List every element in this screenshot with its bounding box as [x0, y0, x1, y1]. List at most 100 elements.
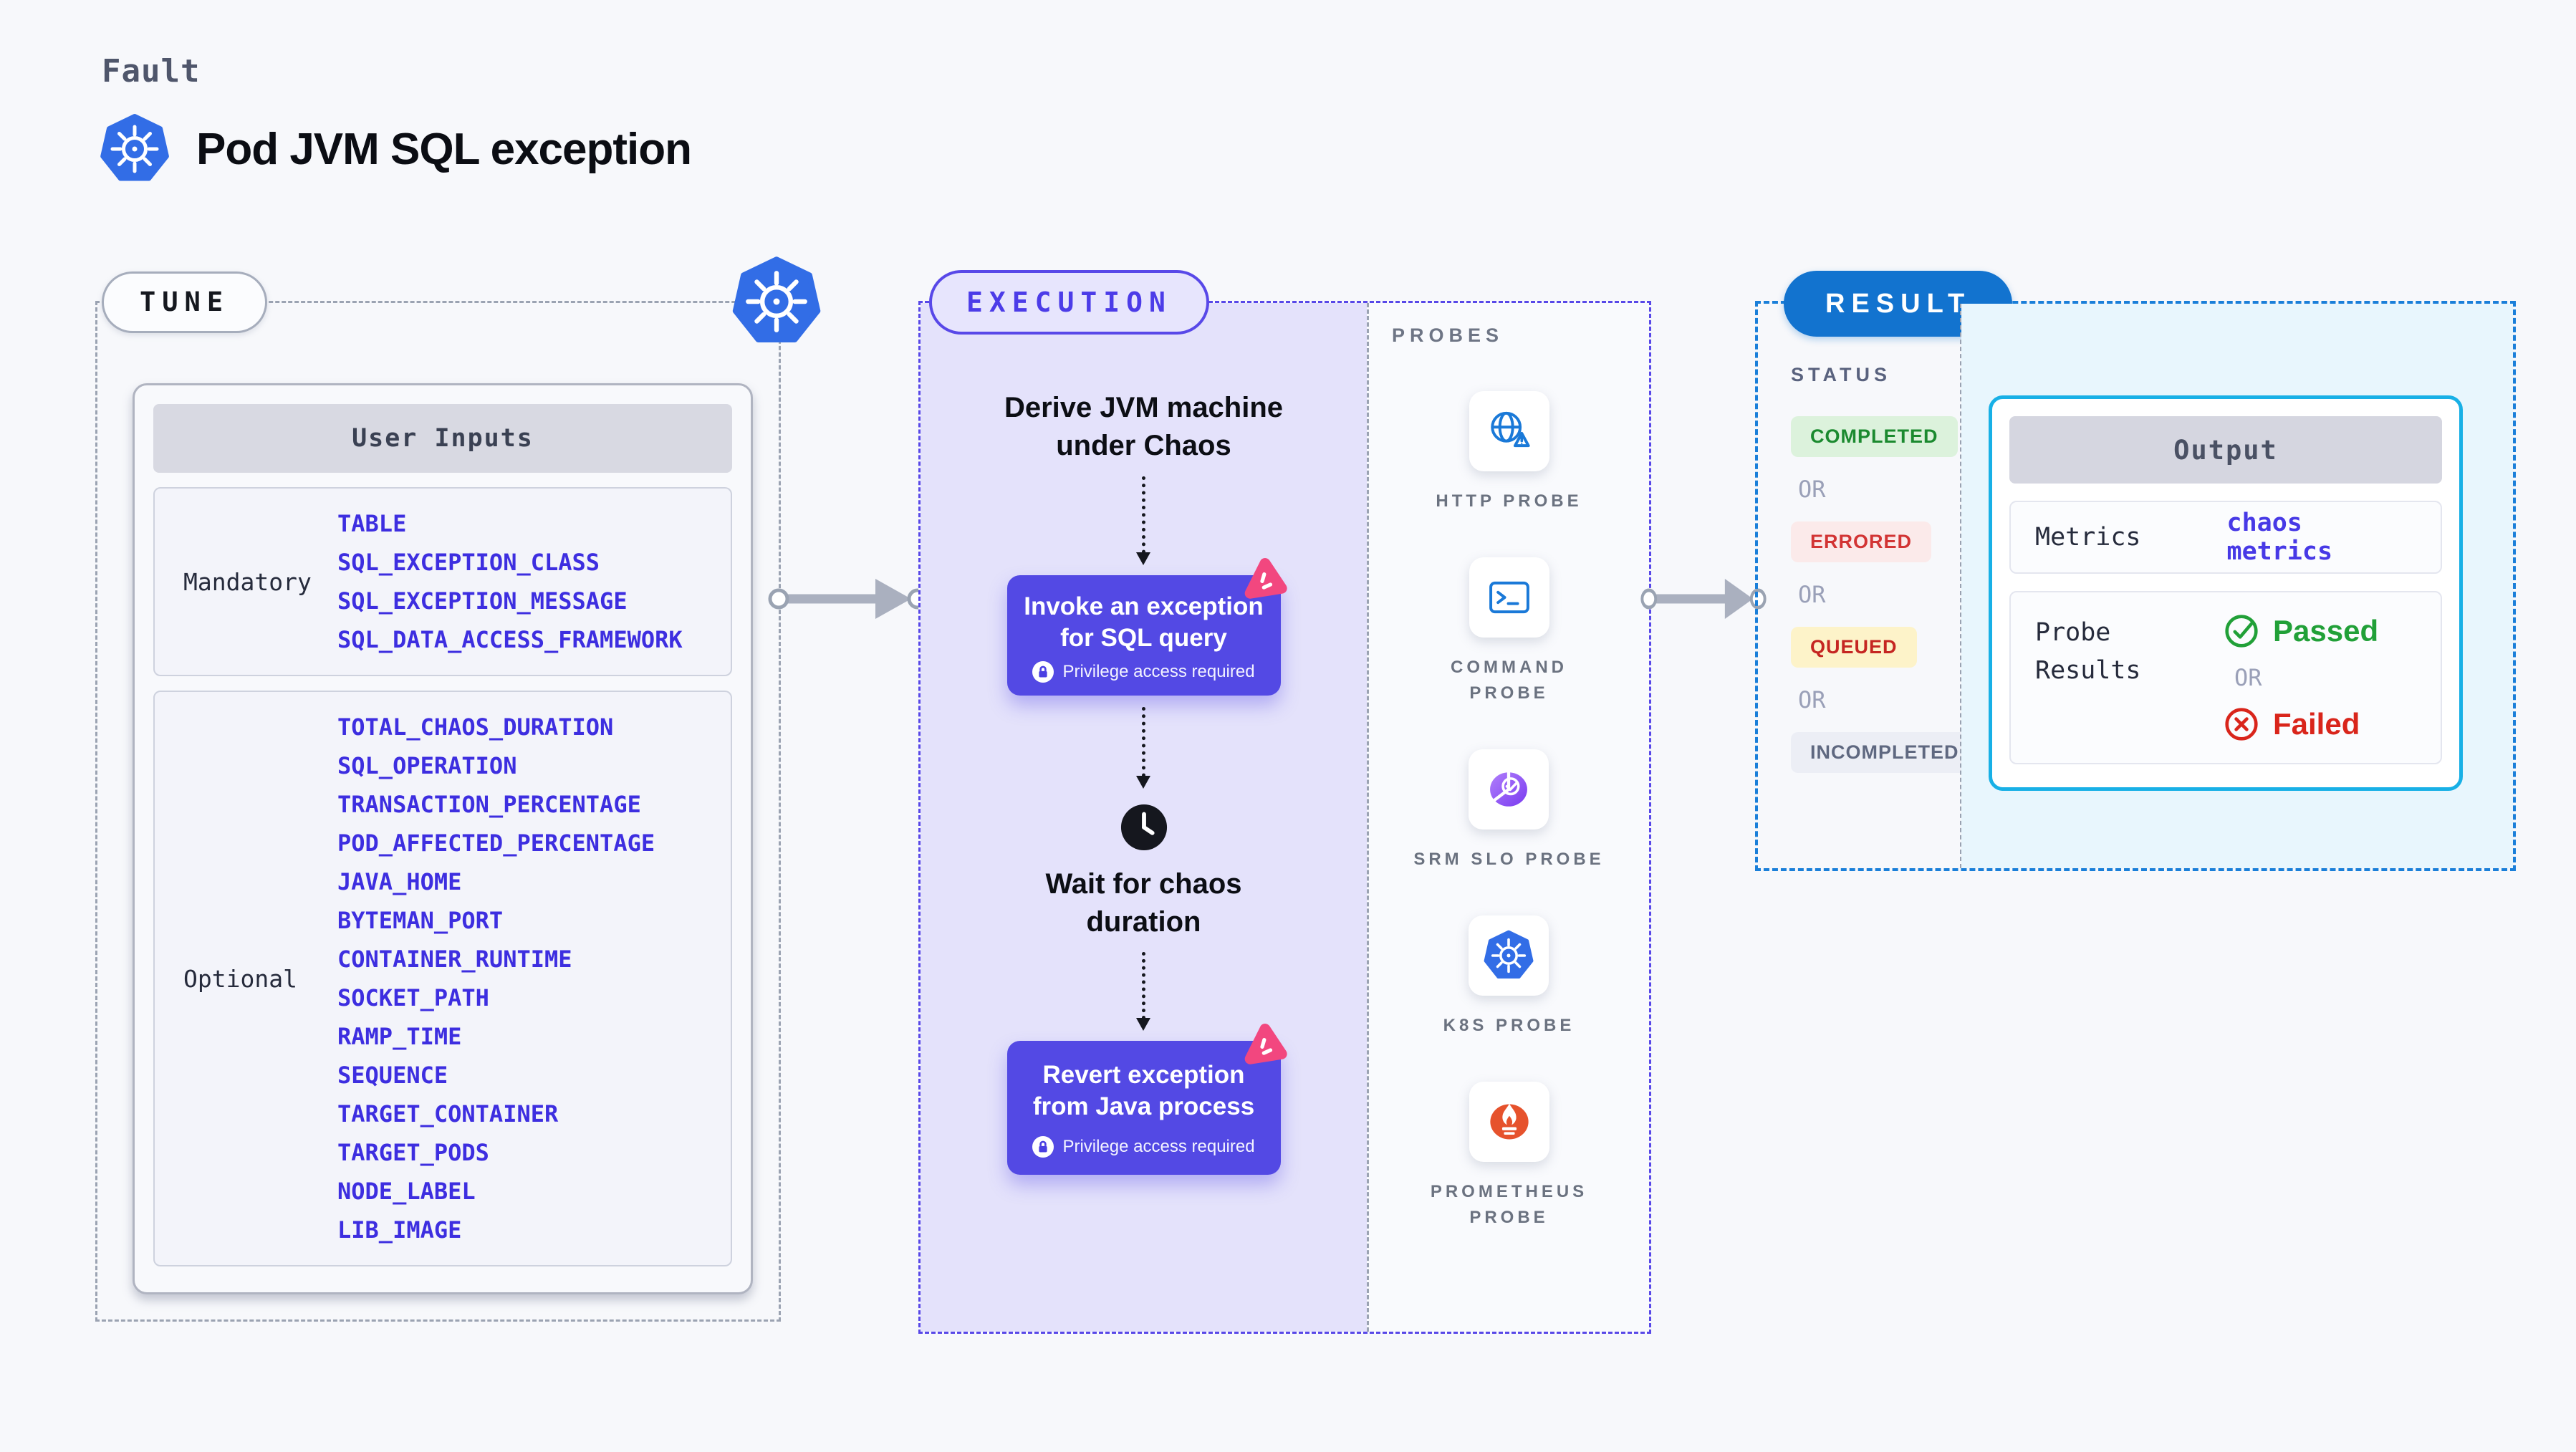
input-variable: BYTEMAN_PORT	[337, 907, 504, 934]
page-title: Pod JVM SQL exception	[196, 124, 692, 174]
status-label: STATUS	[1791, 364, 1891, 385]
or-separator: OR	[1798, 581, 1826, 608]
input-variable: NODE_LABEL	[337, 1178, 476, 1205]
passed-text: Passed	[2273, 614, 2379, 648]
status-badge-incompleted: INCOMPLETED	[1791, 732, 1979, 773]
probe-item-k8s: K8S PROBE	[1443, 915, 1575, 1039]
input-variable: JAVA_HOME	[337, 868, 462, 895]
probe-name: K8S PROBE	[1443, 1016, 1575, 1035]
globe-alert-icon	[1484, 405, 1535, 457]
output-area: Output Metrics chaos metrics Probe Resul…	[1961, 304, 2513, 868]
result-divider	[1960, 304, 1961, 868]
status-badge-queued: QUEUED	[1791, 627, 1917, 668]
input-variable: TOTAL_CHAOS_DURATION	[337, 713, 614, 741]
input-variable: POD_AFFECTED_PERCENTAGE	[337, 830, 655, 857]
probe-item-prometheus: PROMETHEUS PROBE	[1409, 1082, 1610, 1231]
kubernetes-icon	[731, 256, 822, 347]
probe-results-label: Probe Results	[2035, 618, 2141, 685]
input-variable: RAMP_TIME	[337, 1023, 462, 1050]
kubernetes-icon	[1483, 930, 1534, 981]
output-box: Output Metrics chaos metrics Probe Resul…	[1989, 395, 2463, 791]
metrics-label: Metrics	[2035, 523, 2141, 552]
result-section: RESULT STATUS COMPLETED OR ERRORED OR QU…	[1755, 271, 2516, 871]
probes-panel: PROBES HTTP PROBE COMMAND PROBE	[1367, 303, 1649, 1332]
failed-row: Failed	[2224, 707, 2416, 741]
probes-panel-title: PROBES	[1392, 324, 1504, 346]
input-variable: SQL_EXCEPTION_MESSAGE	[337, 587, 628, 615]
privilege-badge: Privilege access required	[1020, 661, 1268, 683]
fault-kicker: Fault	[102, 53, 201, 90]
invoke-node-title: Invoke an exception for SQL query	[1024, 592, 1264, 652]
privilege-badge-text: Privilege access required	[1062, 1136, 1255, 1156]
probe-card	[1469, 391, 1549, 471]
probe-item-http: HTTP PROBE	[1436, 391, 1582, 514]
revert-exception-node: Revert exception from Java process Privi…	[1006, 1041, 1281, 1175]
lock-icon	[1032, 661, 1054, 683]
status-badge-errored: ERRORED	[1791, 521, 1932, 562]
probe-name: HTTP PROBE	[1436, 491, 1582, 511]
wait-step	[1120, 803, 1168, 855]
probe-card	[1469, 749, 1549, 830]
probe-card	[1469, 1082, 1549, 1162]
metrics-row: Metrics chaos metrics	[2009, 501, 2442, 574]
input-variable: SQL_DATA_ACCESS_FRAMEWORK	[337, 626, 683, 653]
metrics-value: chaos metrics	[2226, 509, 2333, 566]
probes-list: HTTP PROBE COMMAND PROBE SRM SLO PROBE	[1369, 391, 1649, 1231]
failed-text: Failed	[2273, 707, 2360, 741]
probe-name: COMMAND PROBE	[1451, 658, 1567, 703]
flow-arrow-down	[1136, 476, 1150, 565]
status-badge-completed: COMPLETED	[1791, 416, 1958, 457]
input-variable: TARGET_CONTAINER	[337, 1100, 559, 1128]
input-variable: SQL_OPERATION	[337, 752, 517, 779]
flow-arrow-down	[1136, 706, 1150, 789]
optional-group: Optional TOTAL_CHAOS_DURATION SQL_OPERAT…	[153, 691, 732, 1266]
input-variable: CONTAINER_RUNTIME	[337, 946, 572, 973]
or-separator: OR	[1798, 686, 1826, 713]
optional-items: TOTAL_CHAOS_DURATION SQL_OPERATION TRANS…	[337, 692, 731, 1265]
gauge-check-icon	[1483, 764, 1534, 815]
tune-pill: TUNE	[102, 271, 268, 333]
wait-step-text: Wait for chaos duration	[1045, 867, 1242, 938]
execution-section: EXECUTION Derive JVM machine under Chaos…	[918, 270, 1651, 1334]
execution-to-result-arrow	[1640, 572, 1767, 626]
clock-icon	[1120, 803, 1168, 852]
output-title: Output	[2009, 416, 2442, 484]
or-separator: OR	[1798, 476, 1826, 503]
or-separator: OR	[2234, 664, 2262, 691]
revert-node-title: Revert exception from Java process	[1032, 1061, 1255, 1121]
probe-results-values: Passed OR Failed	[2198, 614, 2416, 741]
user-inputs-title: User Inputs	[153, 404, 732, 473]
probe-card	[1469, 915, 1549, 996]
check-circle-icon	[2224, 614, 2259, 648]
prometheus-icon	[1484, 1096, 1535, 1148]
probe-item-srm-slo: SRM SLO PROBE	[1413, 749, 1604, 872]
litmus-chaos-icon	[1236, 1021, 1294, 1074]
probe-item-command: COMMAND PROBE	[1409, 557, 1610, 706]
derive-step-text: Derive JVM machine under Chaos	[1004, 392, 1284, 461]
invoke-exception-node: Invoke an exception for SQL query Privil…	[1006, 575, 1281, 696]
input-variable: SQL_EXCEPTION_CLASS	[337, 549, 600, 576]
user-inputs-card: User Inputs Mandatory TABLE SQL_EXCEPTIO…	[133, 383, 753, 1294]
input-variable: TARGET_PODS	[337, 1139, 489, 1166]
privilege-badge-text: Privilege access required	[1062, 661, 1255, 681]
mandatory-label: Mandatory	[183, 567, 312, 596]
mandatory-group: Mandatory TABLE SQL_EXCEPTION_CLASS SQL_…	[153, 487, 732, 676]
passed-row: Passed	[2224, 614, 2416, 648]
tune-section: TUNE User Inputs Mandatory TABLE SQL_EXC…	[95, 301, 781, 1322]
execution-flow: Derive JVM machine under Chaos Invoke an…	[921, 303, 1367, 1175]
lock-icon	[1032, 1136, 1054, 1158]
input-variable: TABLE	[337, 510, 407, 537]
x-circle-icon	[2224, 707, 2259, 741]
flow-arrow-down	[1136, 952, 1150, 1032]
input-variable: TRANSACTION_PERCENTAGE	[337, 791, 641, 818]
optional-label: Optional	[183, 964, 297, 993]
execution-pill: EXECUTION	[929, 270, 1209, 335]
probe-card	[1469, 557, 1549, 638]
mandatory-items: TABLE SQL_EXCEPTION_CLASS SQL_EXCEPTION_…	[337, 489, 731, 675]
litmus-chaos-icon	[1236, 555, 1294, 608]
kubernetes-icon	[99, 113, 170, 185]
probe-name: SRM SLO PROBE	[1413, 850, 1605, 869]
probe-name: PROMETHEUS PROBE	[1430, 1182, 1588, 1227]
privilege-badge: Privilege access required	[1020, 1136, 1268, 1158]
